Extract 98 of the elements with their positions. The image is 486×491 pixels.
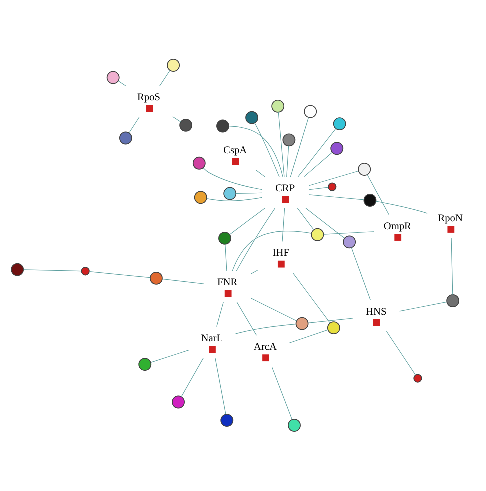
connector — [254, 123, 280, 178]
node-circle — [414, 374, 422, 383]
connector — [256, 170, 266, 178]
node-circle — [246, 111, 259, 124]
node-circle — [192, 156, 206, 170]
connector — [181, 358, 204, 398]
connector — [206, 197, 263, 202]
node-label: RpoS — [137, 92, 160, 104]
connector — [160, 70, 170, 86]
node-label: CspA — [224, 146, 248, 157]
connector — [289, 330, 328, 344]
connector — [235, 324, 296, 334]
node-label: FNR — [218, 278, 238, 289]
node-circle — [304, 105, 318, 118]
connector — [203, 168, 263, 190]
connector — [351, 248, 371, 301]
node-box — [394, 234, 402, 241]
node-circle — [119, 132, 132, 145]
node-box — [278, 260, 285, 268]
node-box — [146, 105, 154, 112]
connector — [386, 331, 416, 376]
connector — [150, 350, 190, 363]
connector — [129, 117, 140, 134]
connector — [236, 302, 258, 336]
node-circle — [150, 272, 163, 285]
connector — [230, 208, 266, 236]
connector — [290, 118, 310, 178]
connector — [215, 358, 226, 415]
connector — [308, 318, 354, 324]
connector — [298, 128, 336, 178]
connector — [309, 170, 359, 186]
connector — [309, 194, 364, 200]
node-circle — [167, 59, 180, 72]
connector — [162, 278, 205, 284]
node-circle — [296, 317, 309, 330]
node-circle — [282, 134, 296, 147]
node-box — [209, 346, 216, 353]
connector — [24, 270, 82, 272]
connector — [376, 201, 428, 214]
node-label: OmpR — [384, 221, 412, 232]
node-circle — [327, 322, 340, 335]
connector — [324, 232, 374, 235]
node-circle — [11, 263, 24, 276]
node-circle — [272, 100, 285, 113]
connector — [304, 152, 333, 178]
node-circle — [216, 120, 230, 133]
connector — [118, 80, 126, 86]
node-circle — [358, 163, 372, 176]
connector — [286, 146, 290, 178]
node-circle — [288, 419, 301, 432]
connector — [216, 302, 224, 328]
connector — [292, 272, 331, 324]
node-circle — [81, 267, 90, 276]
connector — [232, 231, 312, 272]
connector — [278, 112, 285, 178]
connector — [90, 272, 151, 278]
connector — [228, 126, 284, 178]
node-box — [282, 196, 290, 204]
node-circle — [172, 396, 185, 409]
node-label: HNS — [366, 306, 387, 318]
node-circle — [333, 118, 346, 130]
connector — [225, 244, 228, 272]
connector — [306, 208, 345, 239]
node-circle — [194, 191, 208, 204]
node-circle — [343, 236, 356, 249]
node-circle — [138, 358, 152, 372]
node-circle — [330, 142, 344, 156]
node-label: ArcA — [254, 342, 277, 353]
connector — [236, 192, 263, 194]
node-circle — [224, 187, 237, 200]
node-circle — [328, 182, 337, 192]
node-label: IHF — [272, 248, 290, 260]
node-circle — [106, 71, 120, 84]
node-label: NarL — [201, 333, 224, 344]
node-circle — [311, 228, 324, 242]
connector — [282, 208, 286, 242]
node-label: RpoN — [438, 213, 463, 224]
node-box — [224, 290, 232, 298]
connector — [172, 116, 182, 122]
connector — [309, 187, 329, 190]
node-box — [262, 354, 270, 362]
connector — [272, 366, 293, 420]
connector — [297, 208, 314, 230]
node-circle — [446, 294, 460, 308]
node-box — [373, 319, 380, 326]
node-circle — [220, 414, 234, 428]
node-circle — [180, 118, 193, 132]
connector — [367, 174, 390, 216]
connector — [400, 302, 448, 312]
node-box — [232, 158, 240, 166]
node-circle — [364, 194, 377, 207]
connector — [251, 270, 258, 274]
node-box — [448, 226, 455, 233]
connector — [451, 238, 454, 296]
node-circle — [218, 232, 232, 245]
connector — [236, 208, 276, 272]
connector — [251, 298, 298, 322]
node-label: CRP — [276, 184, 296, 195]
